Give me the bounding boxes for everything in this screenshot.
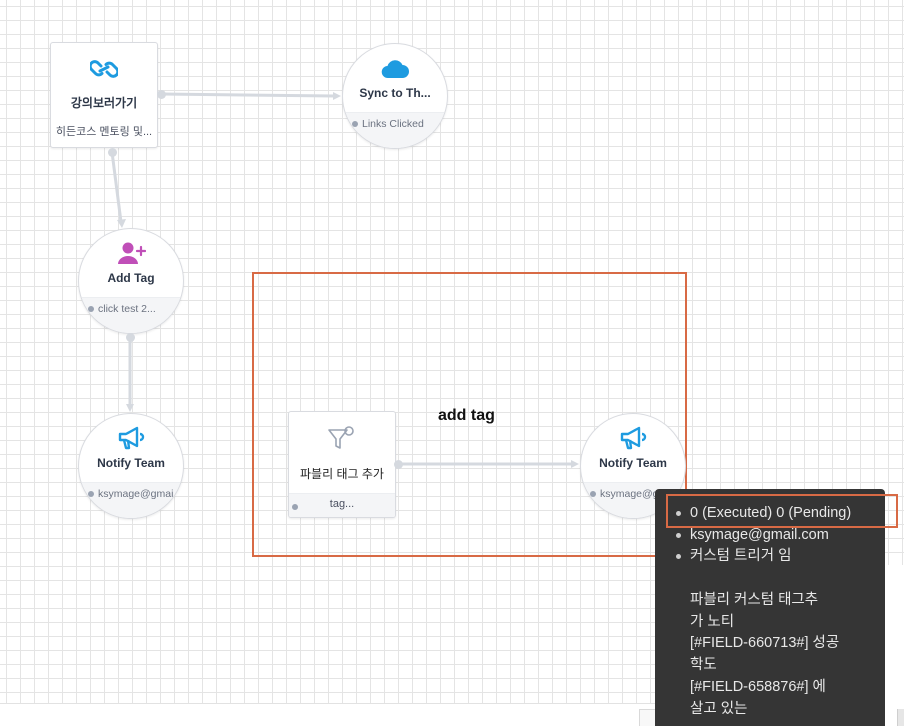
node-notify-team-left[interactable]: Notify Team ksymage@gmai... xyxy=(78,413,184,519)
tooltip-line: 가 노티 xyxy=(690,613,735,630)
node-filter[interactable]: 파블리 태그 추가 tag... xyxy=(288,411,396,518)
node-footer-text: tag... xyxy=(329,498,355,510)
node-footer-text: Links Clicked xyxy=(362,118,424,130)
tooltip-line: 살고 있는 xyxy=(690,700,748,717)
edge-lecture-to-addtag xyxy=(110,151,123,223)
status-dot xyxy=(352,121,358,128)
node-title: 강의보러가기 xyxy=(70,96,138,110)
output-port[interactable] xyxy=(157,90,166,99)
node-footer-text: click test 2... xyxy=(98,303,156,315)
highlight-annotation-box xyxy=(252,272,687,557)
node-footer-text: ksymage@gmai... xyxy=(98,488,183,500)
output-port[interactable] xyxy=(394,460,403,469)
node-title: Sync to Th... xyxy=(359,86,431,100)
tooltip-list: 0 (Executed) 0 (Pending) ksymage@gmail.c… xyxy=(655,503,885,568)
scrollbar[interactable] xyxy=(897,709,904,726)
node-sync[interactable]: Sync to Th... Links Clicked xyxy=(342,43,448,149)
link-icon xyxy=(51,57,157,86)
status-dot xyxy=(88,491,94,498)
megaphone-icon xyxy=(79,426,183,455)
node-footer: click test 2... xyxy=(79,297,183,333)
status-dot xyxy=(590,491,596,498)
output-port[interactable] xyxy=(108,148,117,157)
megaphone-icon xyxy=(581,426,685,455)
node-add-tag[interactable]: Add Tag click test 2... xyxy=(78,228,184,334)
tooltip-item-executed: 0 (Executed) 0 (Pending) xyxy=(655,503,885,525)
status-dot xyxy=(292,504,298,510)
canvas-bottom-bar xyxy=(0,703,655,726)
tooltip-line: 파블리 커스텀 태그추 xyxy=(690,592,819,608)
node-footer: Links Clicked xyxy=(343,112,447,148)
tooltip-item-email: ksymage@gmail.com xyxy=(655,525,885,547)
arrowhead xyxy=(126,404,134,412)
node-title: 파블리 태그 추가 xyxy=(300,467,384,481)
tooltip-message: 파블리 커스텀 태그추 가 노티 [#FIELD-660713#] 성공 학도 … xyxy=(690,590,865,720)
arrowhead xyxy=(117,219,126,228)
right-gutter xyxy=(885,565,904,726)
tooltip-line: [#FIELD-658876#] 에 xyxy=(690,678,826,695)
cloud-icon xyxy=(343,59,447,84)
tooltip-item-trigger: 커스텀 트리거 임 xyxy=(655,546,885,568)
highlight-executed-box xyxy=(666,494,898,528)
node-subtitle: 히든코스 멘토링 및... xyxy=(55,126,153,138)
output-port[interactable] xyxy=(126,333,135,342)
node-footer: tag... xyxy=(289,493,395,517)
arrowhead xyxy=(333,92,341,100)
status-dot xyxy=(88,306,94,313)
node-footer: ksymage@gmai... xyxy=(79,482,183,518)
node-title: Notify Team xyxy=(97,456,165,470)
zoom-control[interactable] xyxy=(639,709,656,726)
user-plus-icon xyxy=(79,241,183,270)
canvas-annotation-label: add tag xyxy=(438,407,495,424)
node-stats-tooltip: 0 (Executed) 0 (Pending) ksymage@gmail.c… xyxy=(655,489,885,726)
node-title: Add Tag xyxy=(107,271,155,285)
edge-lecture-to-sync xyxy=(160,92,336,98)
node-lecture-link[interactable]: 강의보러가기 히든코스 멘토링 및... xyxy=(50,42,158,148)
tooltip-line: [#FIELD-660713#] 성공 xyxy=(690,635,840,652)
tooltip-line: 학도 xyxy=(690,657,717,674)
node-title: Notify Team xyxy=(599,456,667,470)
filter-icon xyxy=(289,425,395,458)
